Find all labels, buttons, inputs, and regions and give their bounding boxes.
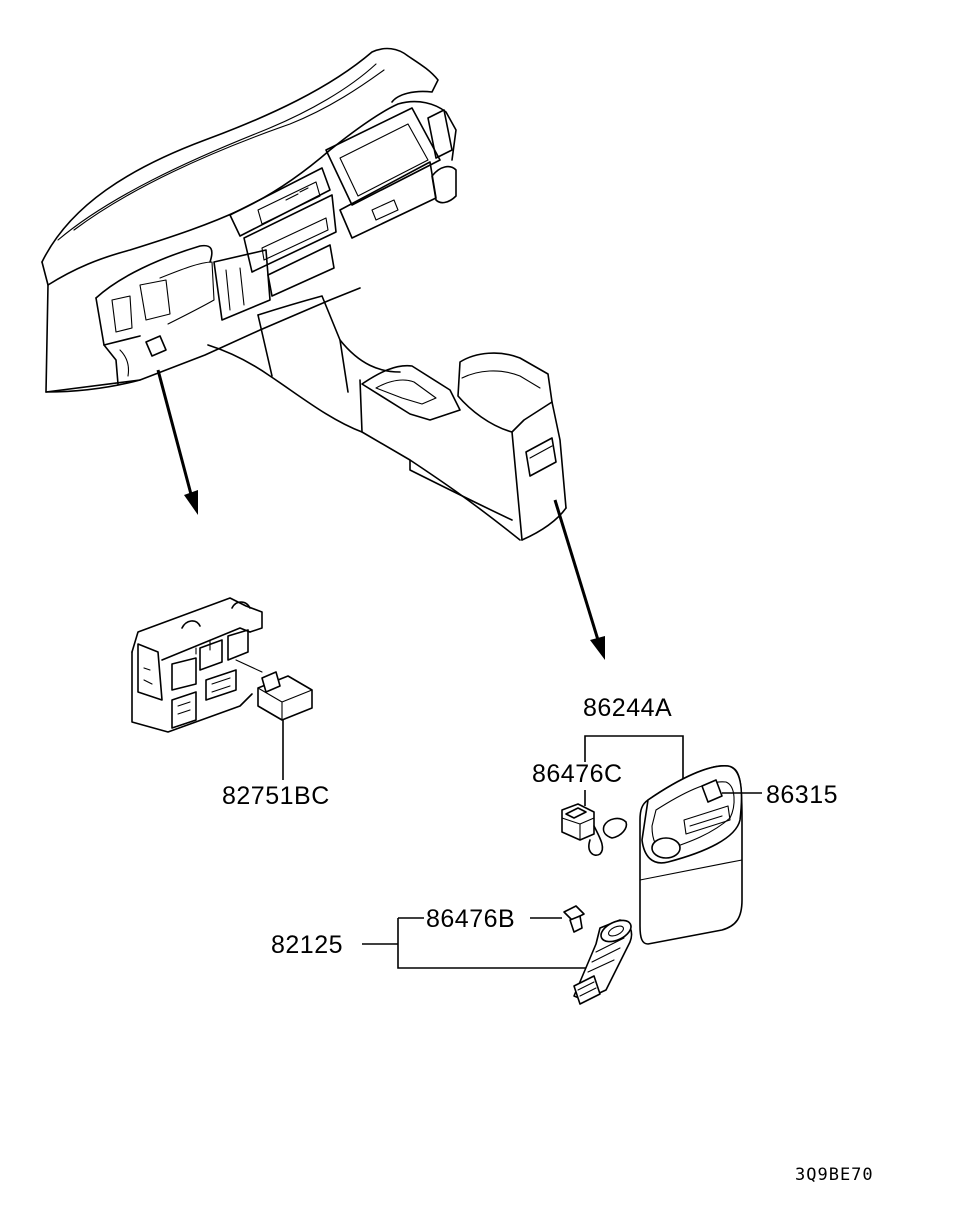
part-number-bulb: 86476B (426, 905, 515, 933)
cigar-lighter-drawing (362, 905, 633, 1005)
ashtray-drawing (561, 735, 762, 945)
part-number-cigar-lighter: 82125 (271, 931, 343, 959)
callout-arrow-relay (156, 369, 198, 515)
relay-box-drawing (131, 597, 313, 780)
diagram-code: 3Q9BE70 (795, 1165, 874, 1185)
part-number-lamp-socket: 86476C (532, 760, 623, 788)
part-number-relay: 82751BC (222, 782, 330, 810)
part-number-ashtray-inner: 86315 (766, 781, 838, 809)
part-number-ashtray-assy: 86244A (583, 694, 672, 722)
dashboard-drawing (41, 47, 567, 541)
callout-arrow-ashtray (553, 499, 605, 660)
